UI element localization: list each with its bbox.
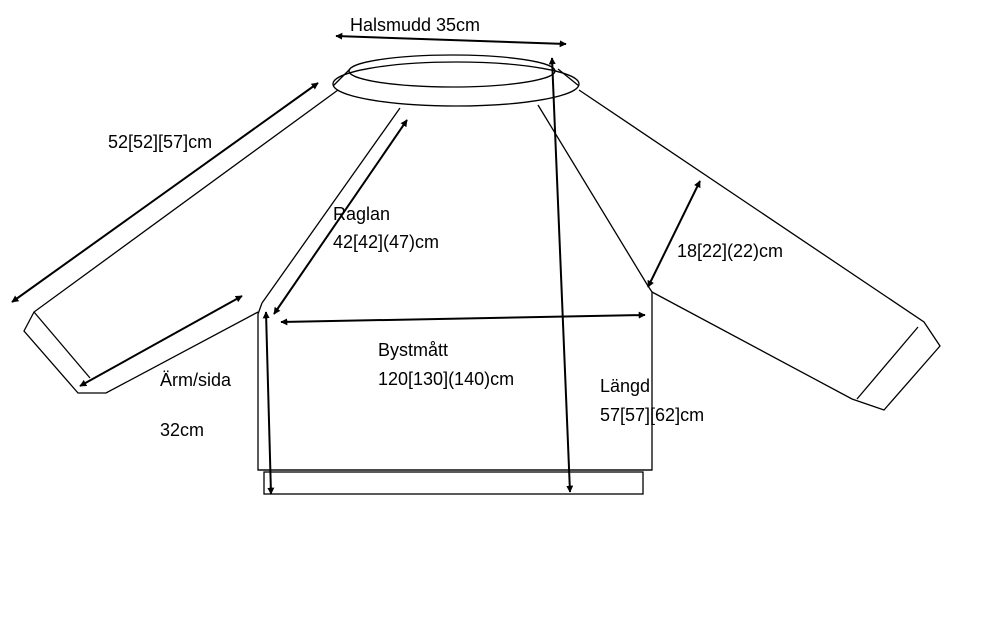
neckband-outer bbox=[332, 61, 580, 107]
neckband-inner bbox=[348, 54, 556, 88]
sleeve-top-arrow bbox=[11, 82, 319, 303]
bust-arrow bbox=[280, 311, 646, 326]
body-piece bbox=[257, 104, 653, 495]
length-value: 57[57][62]cm bbox=[600, 405, 704, 425]
sleeve-top-label: 52[52][57]cm bbox=[108, 132, 212, 152]
hem-ribbing bbox=[263, 471, 644, 495]
right-sleeve-outline bbox=[578, 89, 941, 411]
length-title: Längd bbox=[600, 376, 650, 396]
upper-arm-arrow bbox=[647, 180, 701, 288]
neck-width-arrow bbox=[335, 32, 567, 48]
sleeve-side-title: Ärm/sida bbox=[160, 370, 232, 390]
sleeve-side-arrow bbox=[79, 295, 243, 387]
length-arrow bbox=[548, 57, 574, 493]
bust-title: Bystmått bbox=[378, 340, 448, 360]
raglan-value: 42[42](47)cm bbox=[333, 232, 439, 252]
raglan-title: Raglan bbox=[333, 204, 390, 224]
side-length-arrow bbox=[262, 311, 275, 495]
sleeve-side-value: 32cm bbox=[160, 420, 204, 440]
raglan-arrow bbox=[273, 119, 408, 315]
neck-width-label: Halsmudd 35cm bbox=[350, 15, 480, 35]
bust-value: 120[130](140)cm bbox=[378, 369, 514, 389]
neckband-left-edge bbox=[332, 68, 351, 87]
left-cuff-line bbox=[33, 311, 91, 379]
upper-arm-label: 18[22](22)cm bbox=[677, 241, 783, 261]
neckband bbox=[332, 54, 580, 107]
right-sleeve bbox=[578, 89, 941, 411]
right-cuff-line bbox=[856, 326, 919, 400]
neckband-right-edge bbox=[557, 68, 580, 87]
